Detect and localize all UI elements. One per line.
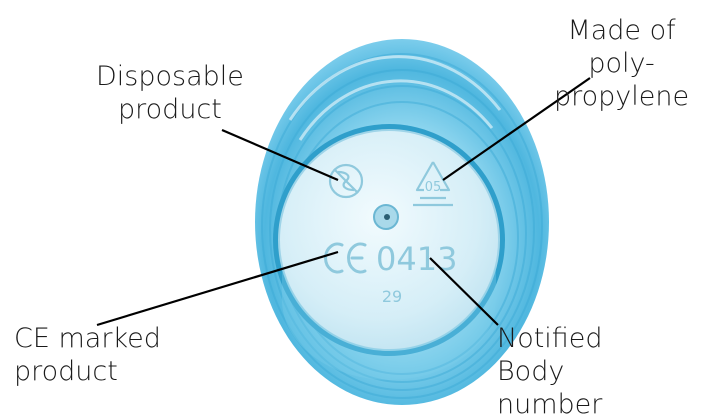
leader-line-ce: [96, 250, 339, 327]
leader-line-material: [442, 77, 591, 181]
mold-number: 29: [382, 287, 402, 306]
ce-mark-icon: [324, 242, 367, 274]
cup-base: [273, 124, 505, 380]
label-disposable-product: Disposable product: [96, 61, 244, 125]
recycling-triangle-icon: [413, 161, 453, 207]
recycling-code: 05: [425, 180, 442, 195]
label-material-polypropylene: Made of poly- propylene: [554, 15, 690, 112]
leader-line-notified-body: [429, 257, 499, 326]
label-notified-body-number: Notified Body number: [497, 323, 603, 416]
label-ce-marked-product: CE marked product: [14, 323, 161, 387]
leader-line-disposable: [221, 128, 339, 182]
single-use-symbol-icon: [328, 163, 364, 199]
injection-point: [373, 204, 399, 230]
